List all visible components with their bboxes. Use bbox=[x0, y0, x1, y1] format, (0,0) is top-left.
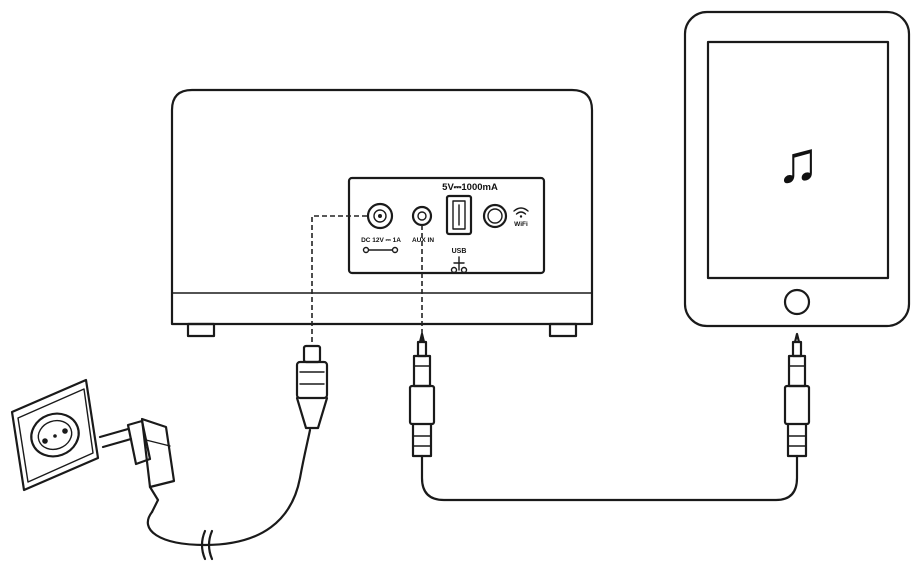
power-rating-label: 5V⎓1000mA bbox=[442, 182, 498, 193]
wifi-button bbox=[482, 203, 508, 229]
dc-in-label: DC 12V ⎓ 1A bbox=[361, 237, 401, 244]
speaker-unit: 5V⎓1000mA DC 12V ⎓ 1A AUX IN bbox=[170, 88, 594, 338]
aux-in-label: AUX IN bbox=[412, 237, 434, 244]
polarity-icon bbox=[362, 246, 399, 254]
power-adapter bbox=[98, 417, 176, 514]
home-button bbox=[783, 288, 811, 316]
wifi-icon bbox=[513, 207, 529, 218]
usb-label: USB bbox=[452, 248, 467, 255]
wall-socket bbox=[10, 378, 100, 492]
power-guide-line bbox=[311, 215, 367, 346]
usb-icon bbox=[450, 256, 468, 274]
speaker-foot-right bbox=[548, 322, 578, 338]
aux-cable bbox=[420, 454, 799, 502]
aux-in-jack bbox=[411, 205, 433, 227]
speaker-foot-left bbox=[186, 322, 216, 338]
rear-panel: 5V⎓1000mA DC 12V ⎓ 1A AUX IN bbox=[347, 176, 546, 275]
aux-plug-tablet bbox=[783, 332, 811, 458]
dc-plug bbox=[295, 344, 329, 430]
usb-port bbox=[445, 194, 473, 236]
dc-in-jack bbox=[366, 202, 394, 230]
power-cable bbox=[146, 428, 312, 561]
music-note-icon: ♫ bbox=[776, 130, 820, 195]
tablet: ♫ bbox=[683, 10, 911, 328]
wifi-label: WiFi bbox=[514, 221, 528, 228]
aux-plug-speaker bbox=[408, 332, 436, 458]
